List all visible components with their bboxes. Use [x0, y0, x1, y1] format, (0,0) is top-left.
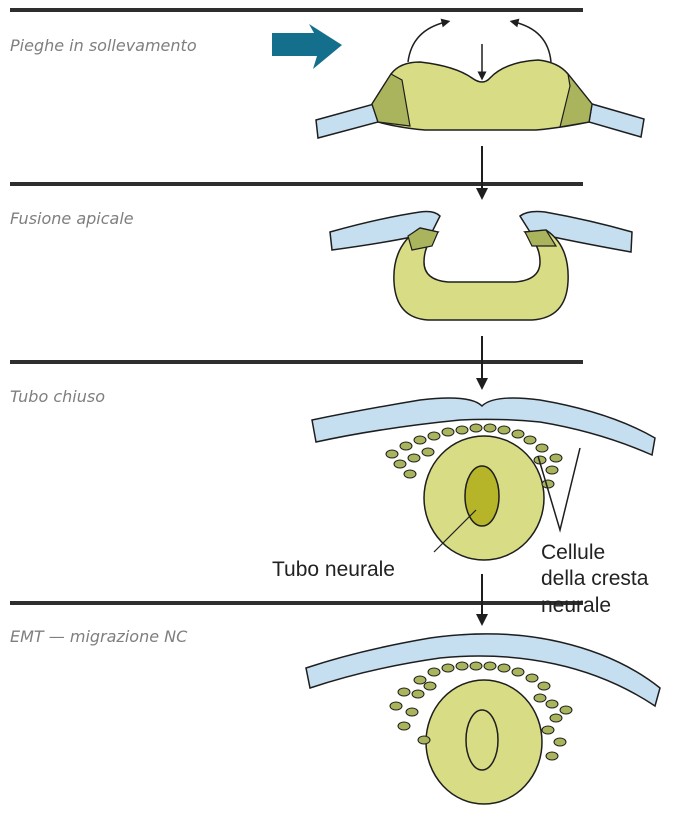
- stage-label-apical-fusion: Fusione apicale: [10, 209, 134, 228]
- stage-label-emt-migration: EMT — migrazione NC: [10, 627, 187, 646]
- neural-crest-annotation-line: neurale: [541, 593, 671, 619]
- ectoderm-right: [589, 104, 644, 137]
- neural-crest-annotation-line: Cellule: [541, 540, 671, 566]
- neural-crest-annotation-line: della cresta: [541, 566, 671, 592]
- stage-label-closed-tube: Tubo chiuso: [10, 387, 105, 406]
- stage-2-illustration: [330, 212, 632, 321]
- neural-tube-annotation: Tubo neurale: [272, 557, 395, 583]
- stage-3-illustration: [312, 398, 655, 560]
- pointer-arrow-icon: [272, 24, 342, 69]
- stage-1-illustration: [272, 22, 644, 138]
- ectoderm-left: [316, 104, 378, 138]
- stage-label-folds-rising: Pieghe in sollevamento: [10, 36, 197, 55]
- fold-arrow-right: [514, 22, 551, 62]
- neural-tube-lumen: [465, 466, 499, 526]
- stage-4-illustration: [306, 634, 660, 804]
- fold-arrow-left: [408, 22, 446, 62]
- neural-tube-lumen: [466, 710, 498, 770]
- neural-crest-annotation: Cellule della cresta neurale: [541, 540, 671, 619]
